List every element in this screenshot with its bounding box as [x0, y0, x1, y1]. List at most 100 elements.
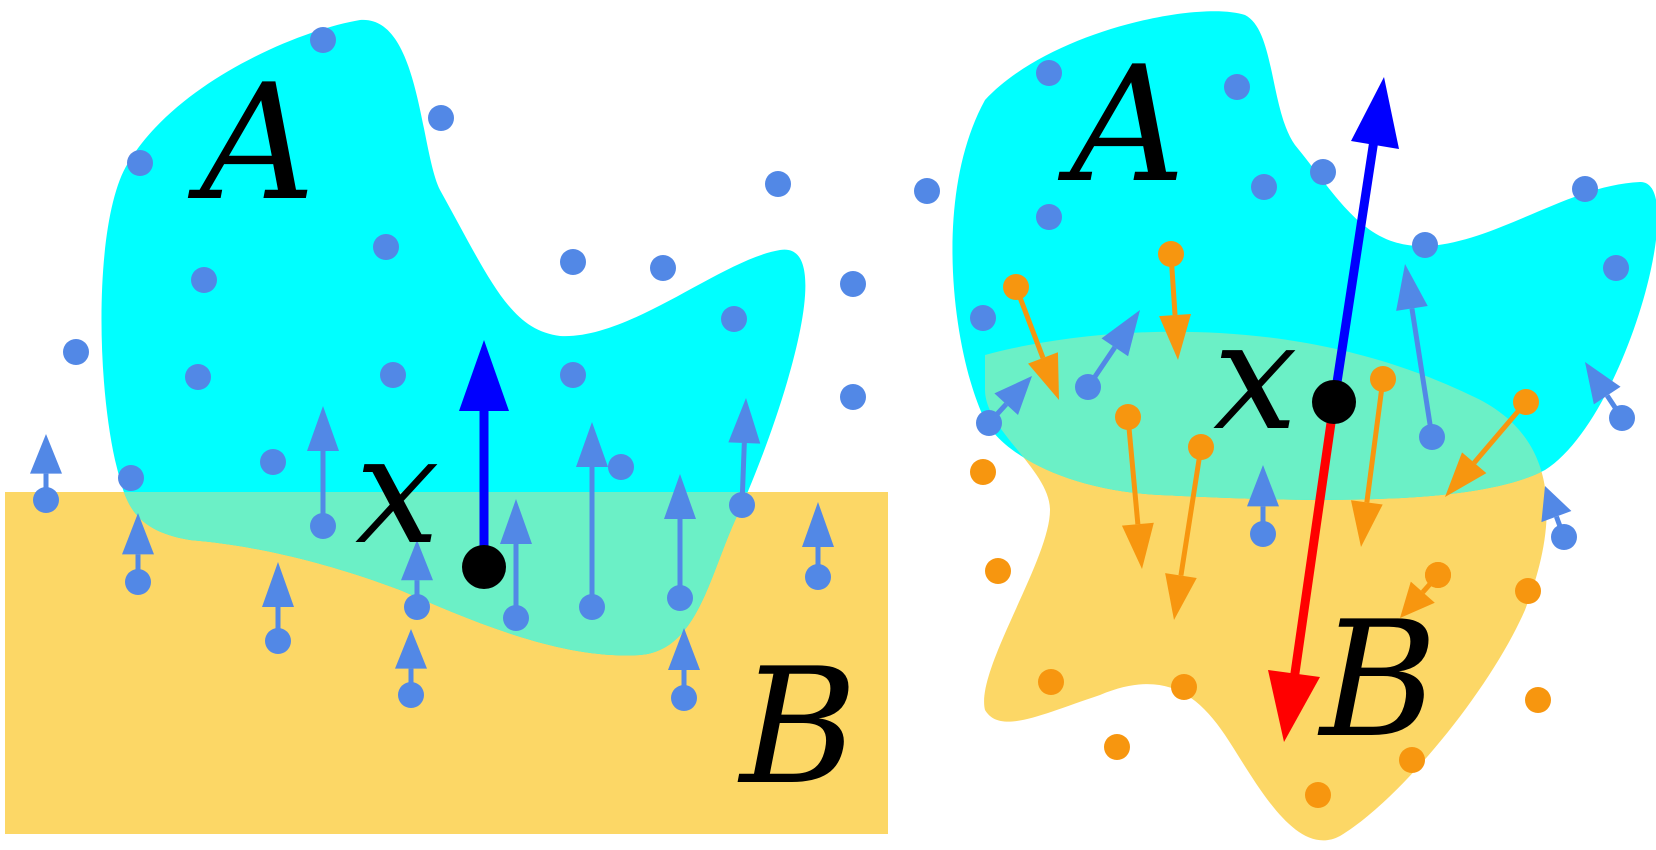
right-arrow-b [1165, 434, 1214, 620]
left-arrow [307, 406, 339, 539]
right-label-x: x [1213, 290, 1298, 464]
left-point-a [191, 267, 217, 293]
right-panel: A B x [914, 11, 1656, 841]
left-arrow-tail [310, 513, 336, 539]
left-point-a [765, 171, 791, 197]
left-point-a [380, 362, 406, 388]
right-point-a [914, 178, 940, 204]
right-arrow-a [1585, 362, 1635, 431]
left-arrow-tail [404, 594, 430, 620]
right-point-b [1515, 578, 1541, 604]
right-arrow-a-tail [976, 410, 1002, 436]
right-arrow-b-tail [1158, 241, 1184, 267]
right-label-a: A [1057, 31, 1186, 218]
right-x-up-arrow [1329, 77, 1399, 403]
right-arrow-a-tail [1551, 524, 1577, 550]
left-arrow-tail [398, 682, 424, 708]
right-arrow-b [1445, 389, 1539, 497]
right-arrow-b [1003, 274, 1059, 400]
right-point-b [1104, 734, 1130, 760]
left-point-a [560, 362, 586, 388]
left-arrow [401, 540, 433, 620]
right-arrow-b-tail [1003, 274, 1029, 300]
left-point-a [840, 271, 866, 297]
right-point-b [985, 558, 1011, 584]
right-label-b: B [1317, 586, 1438, 773]
right-point-x [1312, 380, 1356, 424]
left-point-a [260, 449, 286, 475]
left-point-a [185, 364, 211, 390]
left-point-a [310, 27, 336, 53]
right-point-b [1305, 782, 1331, 808]
right-point-b [970, 459, 996, 485]
left-arrow [500, 499, 532, 631]
right-arrow-a [1396, 264, 1445, 450]
left-arrow-tail [579, 594, 605, 620]
right-arrow-a [1541, 486, 1577, 550]
left-gradient-arrows [30, 398, 834, 711]
right-arrows-a [976, 264, 1635, 550]
left-point-a [63, 339, 89, 365]
right-point-a [1603, 255, 1629, 281]
left-arrow-tail [667, 585, 693, 611]
left-point-a [118, 465, 144, 491]
left-arrow [668, 628, 700, 711]
left-arrow-tail [503, 605, 529, 631]
right-arrow-b-tail [1513, 389, 1539, 415]
left-arrow [30, 434, 62, 513]
left-arrow-tail [33, 487, 59, 513]
right-arrow-a [976, 376, 1032, 436]
left-arrow-tail [671, 685, 697, 711]
right-arrow-b [1350, 366, 1396, 547]
left-arrow-tail [729, 492, 755, 518]
right-arrow-b [1400, 562, 1451, 618]
right-point-b [1171, 674, 1197, 700]
right-x-down-arrow [1268, 401, 1339, 742]
left-point-x [462, 545, 506, 589]
right-point-a [1251, 174, 1277, 200]
left-point-a [721, 306, 747, 332]
left-label-a: A [187, 49, 316, 236]
right-arrow-a [1075, 310, 1140, 400]
right-point-b [1525, 687, 1551, 713]
right-arrow-a-tail [1419, 424, 1445, 450]
left-arrow [664, 474, 696, 611]
right-point-a [1036, 204, 1062, 230]
left-point-a [608, 454, 634, 480]
left-point-a [428, 105, 454, 131]
right-arrow-a-tail [1250, 521, 1276, 547]
right-point-b [1038, 669, 1064, 695]
right-arrow-a-tail [1075, 374, 1101, 400]
right-arrow-a [1247, 465, 1279, 547]
right-point-a [1412, 232, 1438, 258]
left-arrow [728, 398, 761, 518]
right-point-b [1399, 747, 1425, 773]
left-panel: A B x [5, 19, 888, 834]
left-arrow [576, 422, 608, 620]
right-arrow-b-tail [1188, 434, 1214, 460]
right-arrow-b-tail [1425, 562, 1451, 588]
left-arrow [802, 502, 834, 590]
right-arrows-b [1003, 241, 1539, 620]
left-point-a [840, 384, 866, 410]
right-point-a [1310, 159, 1336, 185]
left-point-a [650, 255, 676, 281]
left-arrow [395, 629, 427, 708]
right-arrow-b-tail [1370, 366, 1396, 392]
right-point-a [1036, 60, 1062, 86]
left-arrow [122, 513, 154, 595]
left-arrow-tail [265, 628, 291, 654]
left-x-up-arrow [459, 340, 509, 567]
left-points-a [63, 27, 866, 491]
right-point-a [1224, 74, 1250, 100]
right-points-a [914, 60, 1629, 331]
left-label-x: x [355, 404, 440, 578]
right-arrow-b-tail [1115, 404, 1141, 430]
right-arrow-b [1158, 241, 1191, 360]
left-point-a [560, 249, 586, 275]
right-arrow-b [1115, 404, 1154, 569]
right-arrow-a-tail [1609, 405, 1635, 431]
left-arrow-tail [125, 569, 151, 595]
left-point-a [373, 234, 399, 260]
